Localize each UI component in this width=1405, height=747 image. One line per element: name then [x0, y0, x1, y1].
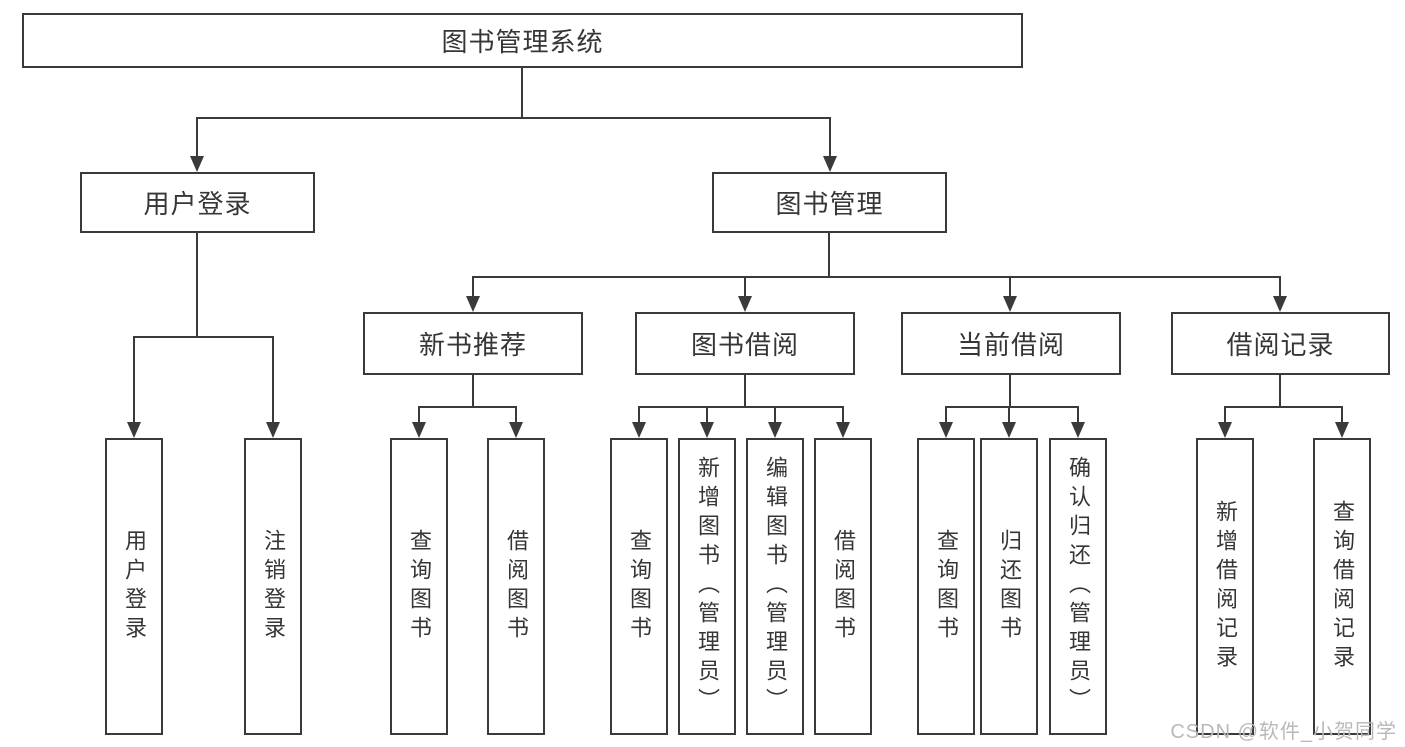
edge-to-cb-query — [945, 406, 947, 424]
edge-cb-bar — [945, 406, 1078, 408]
node-label: 新增借阅记录 — [1213, 499, 1238, 674]
node-label: 借阅记录 — [1226, 330, 1335, 360]
node-label: 当前借阅 — [956, 330, 1065, 360]
edge-to-current-borrowing — [1009, 276, 1011, 298]
node-book-management: 图书管理 — [712, 172, 947, 233]
node-book-borrowing: 图书借阅 — [635, 312, 855, 375]
edge-book-mgmt-stub — [828, 233, 830, 278]
node-current-borrowing: 当前借阅 — [901, 312, 1121, 375]
edge-to-bb-borrow — [842, 406, 844, 424]
node-label: 借阅图书 — [831, 528, 856, 645]
edge-to-cb-return — [1008, 406, 1010, 424]
edge-to-new-book-recommend — [472, 276, 474, 298]
arrowhead-bb-add — [700, 422, 714, 438]
leaf-bb-borrow-books: 借阅图书 — [814, 438, 872, 735]
edge-nbr-bar — [418, 406, 517, 408]
edge-to-leaf-logout — [272, 336, 274, 423]
node-label: 查询图书 — [627, 528, 652, 645]
edge-user-login-bar — [133, 336, 274, 338]
leaf-nbr-borrow-books: 借阅图书 — [487, 438, 545, 735]
arrowhead-br-add — [1218, 422, 1232, 438]
edge-br-stub — [1279, 375, 1281, 408]
node-label: 查询图书 — [407, 528, 432, 645]
node-label: 新书推荐 — [418, 330, 527, 360]
edge-to-book-management — [829, 117, 831, 157]
leaf-br-query-record: 查询借阅记录 — [1313, 438, 1371, 735]
node-user-login: 用户登录 — [80, 172, 315, 233]
edge-to-user-login — [196, 117, 198, 157]
node-label: 归还图书 — [997, 528, 1022, 645]
arrowhead-current-borrowing — [1003, 296, 1017, 312]
node-label: 查询借阅记录 — [1330, 499, 1355, 674]
node-label: 新增图书（管理员） — [695, 456, 720, 717]
node-label: 确认归还（管理员） — [1066, 456, 1091, 717]
leaf-logout-login: 注销登录 — [244, 438, 302, 735]
arrowhead-leaf-user-login — [127, 422, 141, 438]
edge-to-book-borrowing — [744, 276, 746, 298]
arrowhead-new-book-recommend — [466, 296, 480, 312]
leaf-br-add-record: 新增借阅记录 — [1196, 438, 1254, 735]
leaf-bb-query-books: 查询图书 — [610, 438, 668, 735]
edge-cb-stub — [1009, 375, 1011, 408]
arrowhead-br-query — [1335, 422, 1349, 438]
edge-to-borrowing-records — [1279, 276, 1281, 298]
leaf-cb-confirm-return: 确认归还（管理员） — [1049, 438, 1107, 735]
arrowhead-book-borrowing — [738, 296, 752, 312]
edge-bb-bar — [638, 406, 844, 408]
arrowhead-leaf-logout — [266, 422, 280, 438]
arrowhead-user-login — [190, 156, 204, 172]
leaf-nbr-query-books: 查询图书 — [390, 438, 448, 735]
arrowhead-nbr-borrow — [509, 422, 523, 438]
node-borrowing-records: 借阅记录 — [1171, 312, 1390, 375]
leaf-cb-return-books: 归还图书 — [980, 438, 1038, 735]
edge-to-bb-edit — [774, 406, 776, 424]
edge-br-bar — [1224, 406, 1343, 408]
edge-to-leaf-user-login — [133, 336, 135, 423]
edge-root-bar — [196, 117, 831, 119]
node-new-book-recommend: 新书推荐 — [363, 312, 583, 375]
arrowhead-book-management — [823, 156, 837, 172]
edge-to-bb-query — [638, 406, 640, 424]
leaf-bb-edit-books: 编辑图书（管理员） — [746, 438, 804, 735]
edge-bb-stub — [744, 375, 746, 408]
edge-to-nbr-borrow — [515, 406, 517, 424]
arrowhead-bb-borrow — [836, 422, 850, 438]
node-label: 图书管理 — [775, 189, 884, 219]
node-label: 用户登录 — [122, 528, 147, 645]
edge-user-login-stub — [196, 233, 198, 337]
arrowhead-bb-query — [632, 422, 646, 438]
edge-nbr-stub — [472, 375, 474, 408]
node-label: 用户登录 — [143, 189, 252, 219]
node-label: 编辑图书（管理员） — [763, 456, 788, 717]
arrowhead-bb-edit — [768, 422, 782, 438]
csdn-watermark: CSDN @软件_小贺同学 — [1170, 721, 1397, 743]
node-label: 注销登录 — [261, 528, 286, 645]
node-label: 图书管理系统 — [441, 27, 604, 57]
edge-to-cb-confirm — [1077, 406, 1079, 424]
leaf-cb-query-books: 查询图书 — [917, 438, 975, 735]
node-root-system: 图书管理系统 — [22, 13, 1023, 68]
edge-to-bb-add — [706, 406, 708, 424]
arrowhead-cb-confirm — [1071, 422, 1085, 438]
node-label: 图书借阅 — [690, 330, 799, 360]
node-label: 借阅图书 — [504, 528, 529, 645]
edge-to-br-add — [1224, 406, 1226, 424]
edge-to-nbr-query — [418, 406, 420, 424]
arrowhead-borrowing-records — [1273, 296, 1287, 312]
edge-to-br-query — [1341, 406, 1343, 424]
arrowhead-cb-return — [1002, 422, 1016, 438]
leaf-user-login: 用户登录 — [105, 438, 163, 735]
arrowhead-cb-query — [939, 422, 953, 438]
node-label: 查询图书 — [934, 528, 959, 645]
edge-book-mgmt-bar — [472, 276, 1281, 278]
arrowhead-nbr-query — [412, 422, 426, 438]
edge-root-stub — [521, 68, 523, 118]
leaf-bb-add-books: 新增图书（管理员） — [678, 438, 736, 735]
